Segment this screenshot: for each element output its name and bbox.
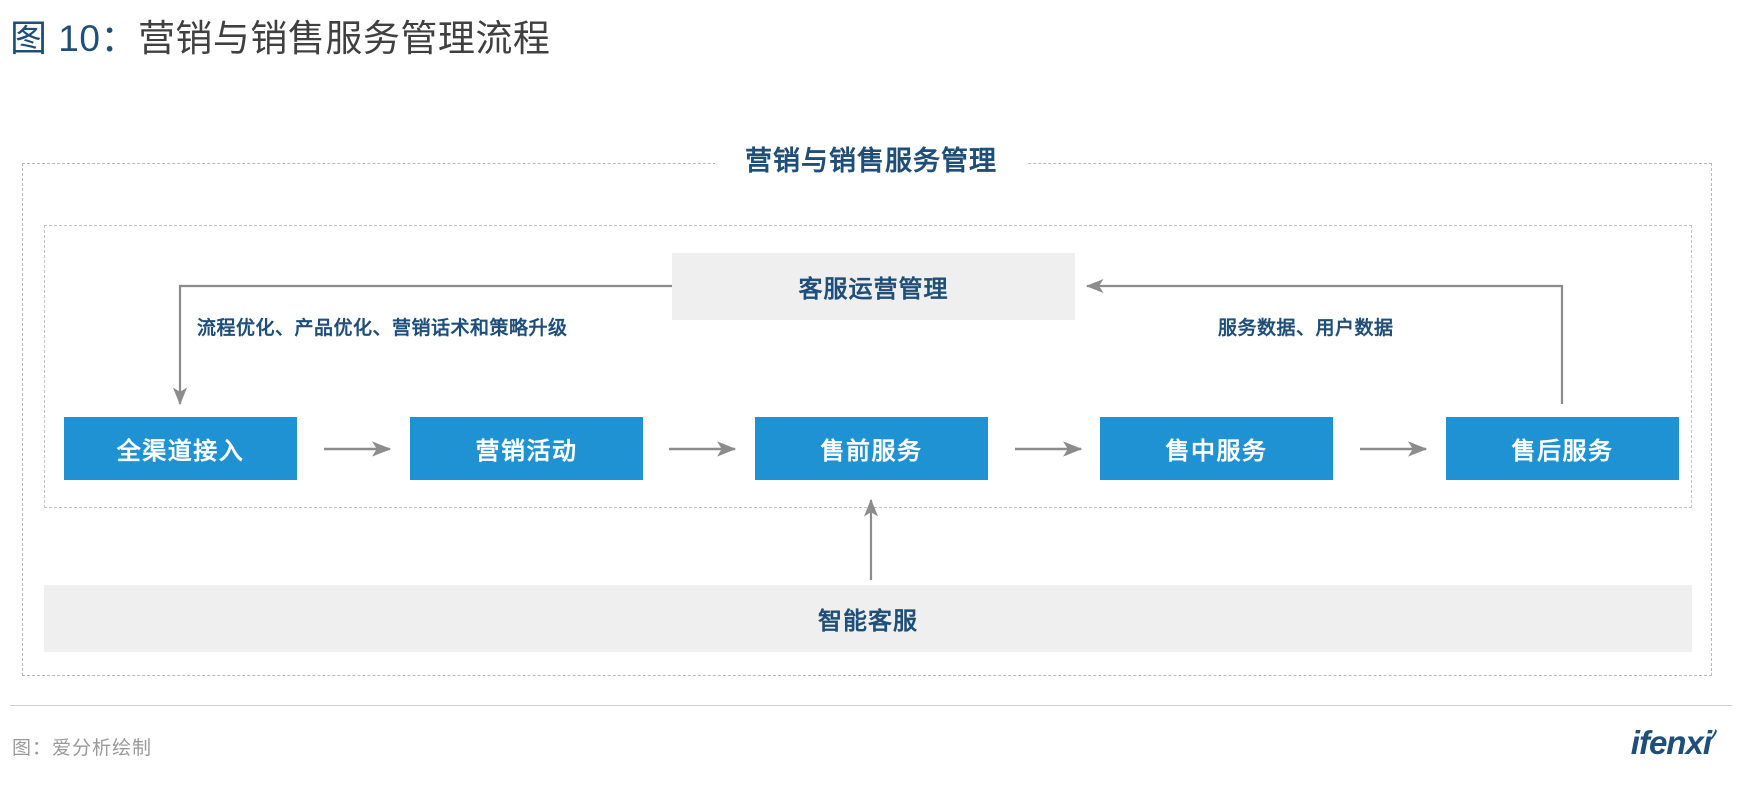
ifenxi-logo: ifenxi bbox=[1631, 724, 1724, 762]
figure-title-text: 营销与销售服务管理流程 bbox=[137, 18, 551, 59]
logo-swoosh-icon bbox=[1704, 714, 1717, 743]
flow-arrow-icon bbox=[1015, 441, 1083, 457]
process-step-insales-service[interactable]: 售中服务 bbox=[1100, 417, 1333, 480]
footer-divider bbox=[10, 705, 1732, 706]
box-customer-service-operations[interactable]: 客服运营管理 bbox=[672, 253, 1075, 320]
process-step-aftersales-service[interactable]: 售后服务 bbox=[1446, 417, 1679, 480]
page-title: 图 10：营销与销售服务管理流程 bbox=[10, 8, 550, 62]
process-step-label: 售后服务 bbox=[1511, 438, 1614, 465]
flow-arrow-icon bbox=[669, 441, 737, 457]
diagram-heading: 营销与销售服务管理 bbox=[0, 139, 1742, 178]
figure-number: 图 10： bbox=[10, 18, 138, 59]
flow-arrow-icon bbox=[1360, 441, 1428, 457]
process-step-omnichannel-access[interactable]: 全渠道接入 bbox=[64, 417, 297, 480]
box-intelligent-customer-service-label: 智能客服 bbox=[818, 608, 918, 635]
process-step-label: 营销活动 bbox=[475, 438, 578, 465]
diagram-heading-label: 营销与销售服务管理 bbox=[715, 146, 1027, 176]
process-step-label: 全渠道接入 bbox=[116, 438, 245, 465]
process-step-label: 售前服务 bbox=[820, 438, 923, 465]
process-step-label: 售中服务 bbox=[1165, 438, 1268, 465]
annotation-right-feedback: 服务数据、用户数据 bbox=[1218, 318, 1394, 339]
process-step-presales-service[interactable]: 售前服务 bbox=[755, 417, 988, 480]
ifenxi-logo-text: ifenxi bbox=[1630, 724, 1712, 761]
flow-arrow-icon bbox=[324, 441, 392, 457]
annotation-left-feedback: 流程优化、产品优化、营销话术和策略升级 bbox=[197, 318, 568, 339]
box-intelligent-customer-service[interactable]: 智能客服 bbox=[44, 585, 1692, 652]
process-step-marketing-campaign[interactable]: 营销活动 bbox=[410, 417, 643, 480]
box-customer-service-operations-label: 客服运营管理 bbox=[798, 276, 949, 303]
footer-source-note: 图：爱分析绘制 bbox=[12, 738, 153, 759]
